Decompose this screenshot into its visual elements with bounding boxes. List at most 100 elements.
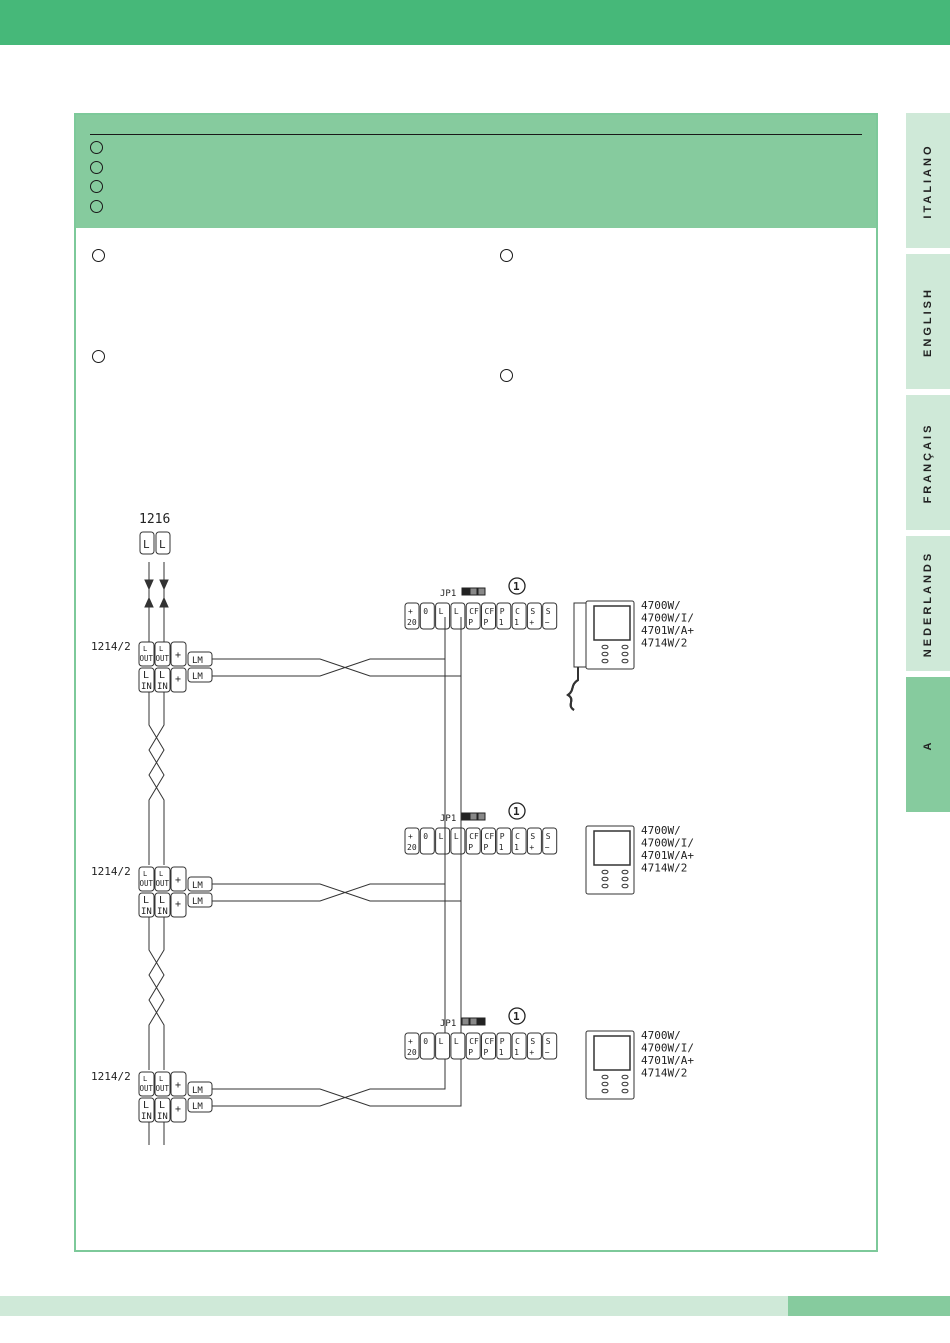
jumper-pin-icon xyxy=(469,587,478,596)
terminal-box xyxy=(481,827,496,855)
jumper-pin-icon xyxy=(461,1017,470,1026)
jumper-label: JP1 xyxy=(440,589,456,599)
terminal-box xyxy=(511,1032,527,1060)
monitor-screen-icon xyxy=(593,1035,631,1071)
terminal-label: L xyxy=(159,1075,163,1083)
monitor-button-icon xyxy=(601,658,609,664)
terminal-box xyxy=(154,892,171,918)
jumper-label: JP1 xyxy=(440,814,456,824)
terminal-label: OUT xyxy=(156,1084,170,1093)
monitor-model-label: 4700W/ xyxy=(641,599,681,612)
language-bullet-icon xyxy=(90,200,103,213)
jumper-label: JP1 xyxy=(440,1019,456,1029)
terminal-label: + xyxy=(529,1048,534,1057)
terminal-label: − xyxy=(545,1048,550,1057)
monitor-model-label: 4700W/ xyxy=(641,1029,681,1042)
language-bullet-icon xyxy=(500,249,513,262)
callout-number: 1 xyxy=(513,805,520,818)
handset-icon xyxy=(573,602,587,668)
terminal-label: S xyxy=(530,1037,535,1046)
terminal-label: IN xyxy=(141,682,152,692)
terminal-box xyxy=(435,602,451,630)
monitor-model-label: 4714W/2 xyxy=(641,637,687,650)
content-panel xyxy=(74,113,878,1252)
callout-circle-icon xyxy=(508,577,526,595)
terminal-label: OUT xyxy=(140,654,154,663)
tab-francais[interactable]: FRANÇAIS xyxy=(906,395,950,530)
callout-number: 1 xyxy=(513,580,520,593)
terminal-l-label: L xyxy=(143,538,150,551)
monitor-screen-icon xyxy=(593,830,631,866)
monitor-button-icon xyxy=(621,876,629,882)
terminal-label: 1 xyxy=(514,618,519,627)
bus-wire xyxy=(212,617,462,902)
terminal-box xyxy=(435,827,451,855)
monitor-button-icon xyxy=(601,876,609,882)
tab-italiano[interactable]: ITALIANO xyxy=(906,113,950,248)
terminal-label: + xyxy=(529,618,534,627)
terminal-label: CF xyxy=(469,832,479,841)
repeater-label: 1214/2 xyxy=(91,1070,131,1083)
terminal-label: 1 xyxy=(499,618,504,627)
tab-english[interactable]: ENGLISH xyxy=(906,254,950,389)
terminal-label: OUT xyxy=(140,879,154,888)
terminal-box xyxy=(154,1097,171,1123)
terminal-box xyxy=(496,827,512,855)
terminal-label: S xyxy=(530,607,535,616)
monitor-button-icon xyxy=(601,644,609,650)
terminal-box xyxy=(170,1097,187,1123)
terminal-box xyxy=(465,1032,481,1060)
terminal-box xyxy=(511,827,527,855)
terminal-label: L xyxy=(143,895,149,906)
terminal-label: 0 xyxy=(423,1037,428,1046)
terminal-box xyxy=(496,1032,512,1060)
terminal-label: 20 xyxy=(407,1048,417,1057)
top-banner xyxy=(0,0,950,45)
terminal-label: L xyxy=(143,645,147,653)
terminal-box xyxy=(138,866,155,892)
language-bullet-icon xyxy=(92,249,105,262)
terminal-label: + xyxy=(408,832,413,841)
monitor-button-icon xyxy=(621,869,629,875)
monitor-button-icon xyxy=(621,1088,629,1094)
terminal-label: LM xyxy=(192,672,203,682)
terminal-box xyxy=(187,667,213,683)
terminal-label: 1 xyxy=(514,843,519,852)
terminal-label: IN xyxy=(141,1112,152,1122)
terminal-box xyxy=(450,1032,466,1060)
jumper-pin-icon xyxy=(461,812,470,821)
terminal-box xyxy=(170,866,187,892)
tab-a[interactable]: A xyxy=(906,677,950,812)
terminal-label: S xyxy=(530,832,535,841)
monitor-model-label: 4701W/A+ xyxy=(641,1054,694,1067)
terminal-label: + xyxy=(175,650,181,661)
terminal-box xyxy=(170,892,187,918)
terminal-label: P xyxy=(468,1048,473,1057)
terminal-box xyxy=(542,1032,558,1060)
callout-number: 1 xyxy=(513,1010,520,1023)
language-bullet-icon xyxy=(500,369,513,382)
terminal-box xyxy=(419,827,435,855)
monitor-model-label: 4701W/A+ xyxy=(641,624,694,637)
terminal-box xyxy=(435,1032,451,1060)
terminal-box xyxy=(170,667,187,693)
monitor-button-icon xyxy=(621,1081,629,1087)
terminal-box xyxy=(526,827,542,855)
tab-nederlands[interactable]: NEDERLANDS xyxy=(906,536,950,671)
bus-wire xyxy=(212,617,462,1107)
terminal-box xyxy=(154,1071,171,1097)
terminal-label: − xyxy=(545,618,550,627)
terminal-box xyxy=(154,667,171,693)
terminal-box xyxy=(138,667,155,693)
bus-wire xyxy=(212,617,446,1107)
terminal-label: L xyxy=(159,1100,165,1111)
terminal-box xyxy=(187,892,213,908)
terminal-box xyxy=(138,1097,155,1123)
terminal-label: IN xyxy=(157,907,168,917)
monitor-button-icon xyxy=(621,883,629,889)
terminal-label: L xyxy=(159,645,163,653)
footer-page-bar xyxy=(788,1296,950,1316)
terminal-box xyxy=(542,827,558,855)
header-rule xyxy=(90,134,862,135)
